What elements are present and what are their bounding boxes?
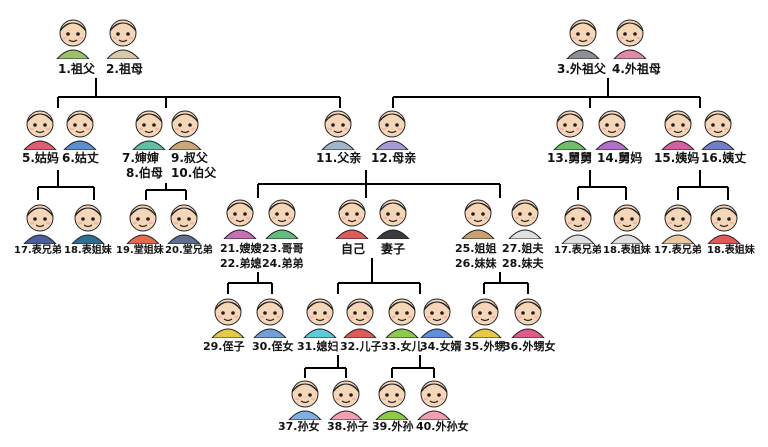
person-label-g32: 32.儿子 [340, 340, 382, 353]
person-label-c25: 25.姐姐 [455, 242, 497, 255]
person-label-g31: 31.媳妇 [297, 340, 339, 353]
person-c17c [656, 198, 700, 244]
person-label-p1: 1.祖父 [58, 62, 95, 76]
person-wife [371, 193, 415, 239]
person-c18a [66, 198, 110, 244]
person-p12 [370, 104, 414, 150]
person-label-g36: 36.外甥女 [503, 340, 556, 353]
person-label-p9: 9.叔父 [171, 151, 208, 165]
person-self [330, 193, 374, 239]
person-p7 [127, 104, 171, 150]
person-label-p10: 10.伯父 [171, 166, 217, 180]
person-c18c [702, 198, 746, 244]
person-label-g35: 35.外甥 [464, 340, 506, 353]
person-label-p6: 6.姑丈 [62, 151, 99, 165]
person-label-c20: 20.堂兄弟 [165, 245, 213, 256]
person-label-wife: 妻子 [381, 242, 406, 256]
person-label-c18c: 18.表姐妹 [707, 245, 755, 256]
person-g34 [415, 292, 459, 338]
person-label-c21: 21.嫂嫂 [220, 242, 262, 255]
person-label-p15: 15.姨妈 [654, 151, 700, 165]
person-p2 [101, 13, 145, 59]
person-label-c17b: 17.表兄弟 [554, 245, 602, 256]
person-label-c17a: 17.表兄弟 [14, 245, 62, 256]
person-p5 [18, 104, 62, 150]
person-label-k37: 37.孙女 [278, 420, 320, 433]
person-label-k40: 40.外孙女 [416, 420, 469, 433]
person-label-p8: 8.伯母 [126, 166, 163, 180]
person-label-c26: 26.妹妹 [455, 257, 497, 270]
person-p16 [696, 104, 740, 150]
person-g36 [506, 292, 550, 338]
person-label-p4: 4.外祖母 [612, 62, 661, 76]
person-g33 [380, 292, 424, 338]
person-p15 [656, 104, 700, 150]
person-label-p16: 16.姨丈 [701, 151, 747, 165]
person-p14 [590, 104, 634, 150]
person-p9 [163, 104, 207, 150]
person-label-p13: 13.舅舅 [547, 151, 593, 165]
person-label-p5: 5.姑妈 [22, 151, 59, 165]
person-label-p14: 14.舅妈 [597, 151, 643, 165]
person-c18b [605, 198, 649, 244]
person-g31 [298, 292, 342, 338]
person-label-g33: 33.女儿 [381, 340, 423, 353]
person-c23 [260, 193, 304, 239]
person-k38 [324, 374, 368, 420]
person-label-k38: 38.孙子 [327, 420, 369, 433]
person-k39 [370, 374, 414, 420]
person-p3 [561, 13, 605, 59]
person-label-g30: 30.侄女 [252, 340, 294, 353]
person-c19 [121, 198, 165, 244]
person-c17a [18, 198, 62, 244]
person-label-c22: 22.弟媳 [220, 257, 262, 270]
person-p4 [608, 13, 652, 59]
person-label-c17c: 17.表兄弟 [654, 245, 702, 256]
person-label-c19: 19.堂姐妹 [116, 245, 164, 256]
person-label-c28: 28.妹夫 [502, 257, 544, 270]
person-label-g34: 34.女婿 [420, 340, 462, 353]
person-k40 [412, 374, 456, 420]
person-g35 [463, 292, 507, 338]
person-c25 [456, 193, 500, 239]
person-p1 [51, 13, 95, 59]
person-label-p11: 11.父亲 [316, 151, 362, 165]
person-g32 [338, 292, 382, 338]
person-label-c18b: 18.表姐妹 [603, 245, 651, 256]
person-label-p2: 2.祖母 [106, 62, 143, 76]
person-label-g29: 29.侄子 [203, 340, 245, 353]
person-label-p7: 7.婶婶 [122, 151, 159, 165]
person-label-c18a: 18.表姐妹 [64, 245, 112, 256]
person-label-p3: 3.外祖父 [557, 62, 606, 76]
person-label-p12: 12.母亲 [371, 151, 417, 165]
person-c27 [503, 193, 547, 239]
person-label-c24: 24.弟弟 [262, 257, 304, 270]
person-c20 [162, 198, 206, 244]
person-label-k39: 39.外孙 [372, 420, 414, 433]
person-c17b [556, 198, 600, 244]
person-g30 [248, 292, 292, 338]
person-k37 [283, 374, 327, 420]
person-label-c27: 27.姐夫 [502, 242, 544, 255]
person-c21 [218, 193, 262, 239]
person-p11 [316, 104, 360, 150]
person-label-self: 自己 [341, 242, 366, 256]
person-label-c23: 23.哥哥 [262, 242, 304, 255]
person-p6 [58, 104, 102, 150]
person-g29 [206, 292, 250, 338]
person-p13 [548, 104, 592, 150]
